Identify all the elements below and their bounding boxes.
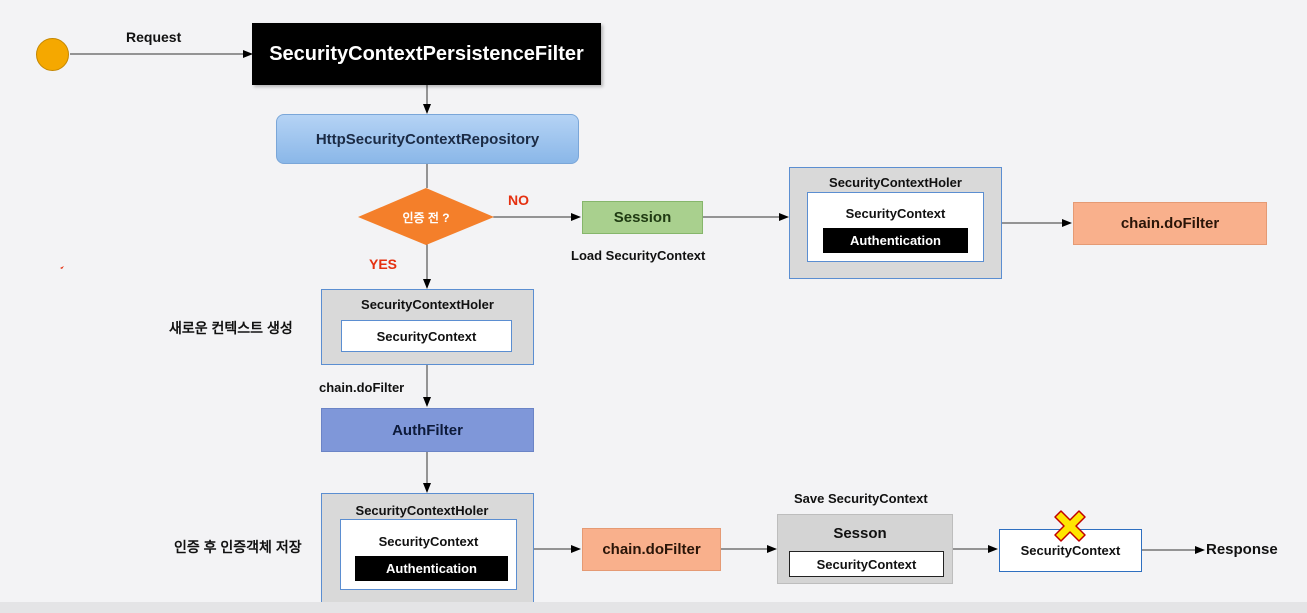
holder-auth-title: SecurityContextHoler xyxy=(355,502,489,518)
chain-dofilter-right: chain.doFilter xyxy=(1073,202,1267,245)
decision-yes-label: YES xyxy=(369,256,398,272)
chain-dofilter-right-label: chain.doFilter xyxy=(1120,215,1220,232)
holder-new: SecurityContextHoler SecurityContext xyxy=(321,289,534,365)
holder-existing-context-label: SecurityContext xyxy=(845,205,946,221)
holder-auth: SecurityContextHoler SecurityContext Aut… xyxy=(321,493,534,606)
holder-existing-title: SecurityContextHoler xyxy=(829,174,962,190)
session-load-box: Session xyxy=(582,201,703,234)
holder-new-context: SecurityContext xyxy=(341,320,512,352)
start-circle xyxy=(36,38,69,71)
sesson-title: Sesson xyxy=(833,524,887,542)
request-label: Request xyxy=(126,29,182,45)
chain-dofilter-bottom-label: chain.doFilter xyxy=(602,541,701,558)
bottom-strip xyxy=(0,602,1307,613)
holder-existing-authentication: Authentication xyxy=(823,228,968,253)
persistence-filter-label: SecurityContextPersistenceFilter xyxy=(269,42,584,65)
tiny-red-mark xyxy=(60,266,64,269)
chain-dofilter-mid-label: chain.doFilter xyxy=(319,380,405,395)
save-context-caption: Save SecurityContext xyxy=(794,491,928,506)
holder-new-title: SecurityContextHoler xyxy=(361,296,494,312)
holder-auth-authentication: Authentication xyxy=(355,556,508,581)
response-label: Response xyxy=(1206,541,1278,558)
auth-save-side-label: 인증 후 인증객체 저장 xyxy=(174,539,302,555)
decision-label: 인증 전 ? xyxy=(402,210,450,225)
sesson-context: SecurityContext xyxy=(789,551,944,577)
cleared-context-box: SecurityContext xyxy=(999,529,1142,572)
holder-auth-context: SecurityContext Authentication xyxy=(340,519,517,590)
holder-existing: SecurityContextHoler SecurityContext Aut… xyxy=(789,167,1002,279)
decision-no-label: NO xyxy=(508,192,529,208)
authfilter-label: AuthFilter xyxy=(392,421,463,439)
authfilter-box: AuthFilter xyxy=(321,408,534,452)
cross-icon xyxy=(1054,510,1086,542)
persistence-filter-box: SecurityContextPersistenceFilter xyxy=(252,23,601,85)
session-load-label: Session xyxy=(613,209,672,226)
load-context-caption: Load SecurityContext xyxy=(571,248,706,263)
decision-diamond xyxy=(358,188,494,245)
new-context-side-label: 새로운 컨텍스트 생성 xyxy=(169,320,293,336)
repository-box: HttpSecurityContextRepository xyxy=(276,114,579,164)
holder-auth-context-label: SecurityContext xyxy=(378,533,479,549)
repository-label: HttpSecurityContextRepository xyxy=(315,130,540,148)
chain-dofilter-bottom: chain.doFilter xyxy=(582,528,721,571)
sesson-box: Sesson SecurityContext xyxy=(777,514,953,584)
holder-existing-context: SecurityContext Authentication xyxy=(807,192,984,262)
